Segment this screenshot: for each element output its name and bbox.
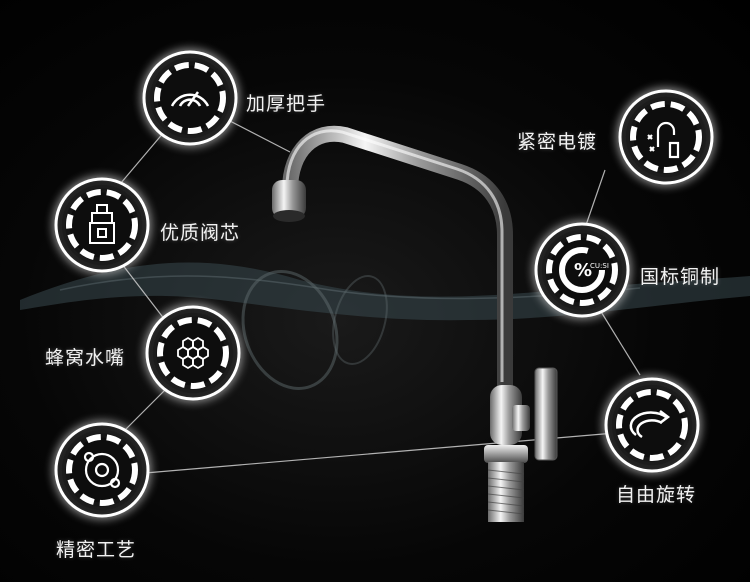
sparkling-faucet-icon: [647, 121, 680, 159]
valve-cartridge-icon: [89, 204, 115, 244]
node-plating: [618, 89, 714, 185]
copper-percentage-icon: % CU:SI: [559, 247, 609, 293]
feature-label-thick-handle: 加厚把手: [246, 93, 327, 115]
feature-label-precision-craft: 精密工艺: [56, 539, 137, 561]
feature-label-plating: 紧密电镀: [517, 131, 598, 153]
honeycomb-aerator-icon: [177, 336, 209, 370]
feature-label-honeycomb-nozzle: 蜂窝水嘴: [45, 347, 126, 369]
node-copper: [534, 222, 630, 318]
badge-symbol: %: [574, 260, 592, 281]
node-rotation: [604, 377, 700, 473]
node-honeycomb: [145, 305, 241, 401]
faucet: [272, 125, 558, 522]
feature-label-valve-core: 优质阀芯: [160, 222, 241, 244]
precision-valve-icon: [83, 451, 121, 489]
node-valve: [54, 177, 150, 273]
rotation-arrow-icon: [629, 410, 671, 439]
node-precision: [54, 422, 150, 518]
feature-label-rotation: 自由旋转: [616, 484, 697, 506]
arc-handle-icon: [170, 91, 210, 107]
feature-label-copper: 国标铜制: [640, 266, 721, 288]
badge-text: CU:SI: [590, 262, 609, 270]
node-handle: [142, 50, 238, 146]
